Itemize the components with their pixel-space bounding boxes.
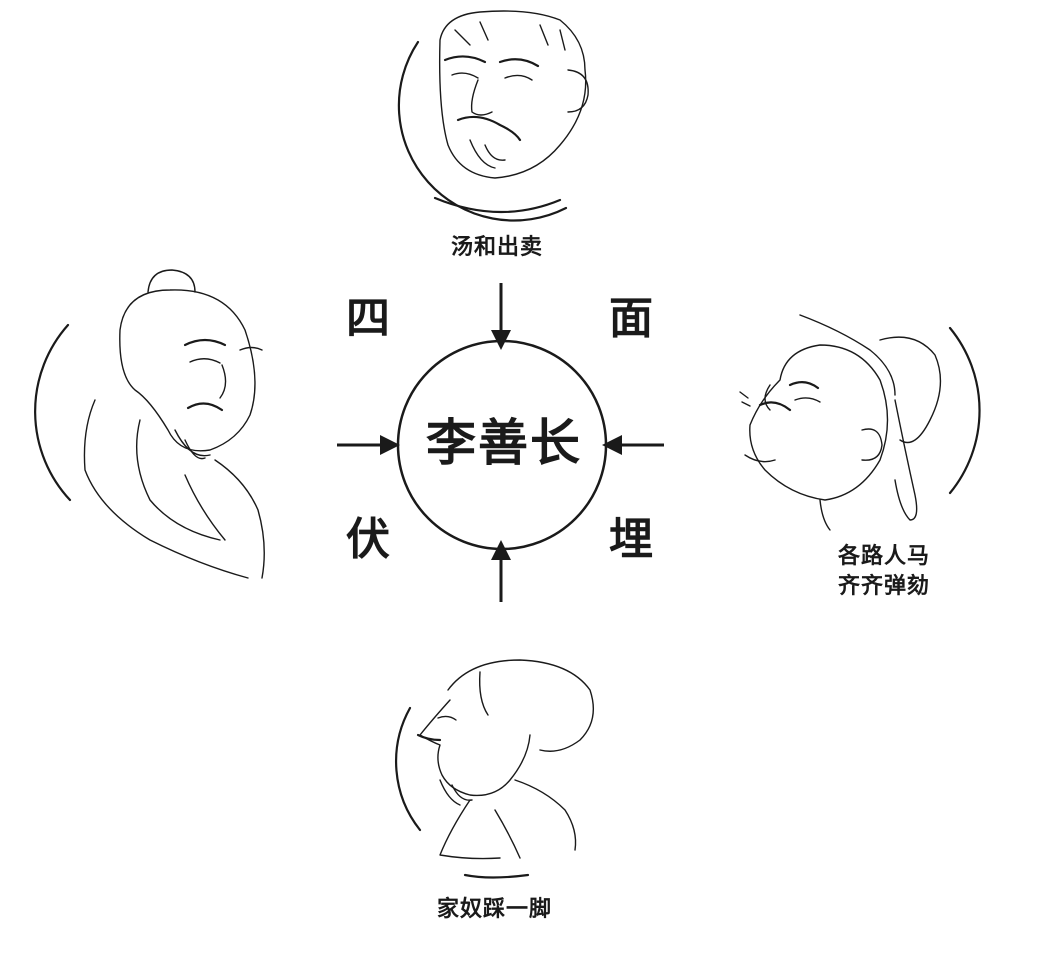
arrow-from-bottom	[491, 540, 511, 602]
corner-char-top-left: 四	[346, 293, 390, 344]
caption-top: 汤和出卖	[451, 234, 544, 260]
corner-char-bottom-left: 伏	[346, 514, 390, 565]
caption-right-line1: 各路人马	[838, 543, 931, 569]
corner-char-top-right: 面	[609, 293, 653, 344]
center-name: 李善长	[426, 413, 582, 472]
caption-right-line2: 齐齐弹劾	[838, 573, 931, 599]
arrow-from-top	[491, 283, 511, 350]
portrait-right	[739, 314, 981, 531]
corner-char-bottom-right: 埋	[609, 514, 653, 565]
portrait-left	[34, 269, 265, 579]
portrait-bottom	[395, 659, 594, 879]
arrow-from-left	[337, 435, 400, 455]
caption-bottom: 家奴踩一脚	[437, 896, 553, 922]
portrait-top	[397, 10, 589, 222]
arrow-from-right	[602, 435, 664, 455]
